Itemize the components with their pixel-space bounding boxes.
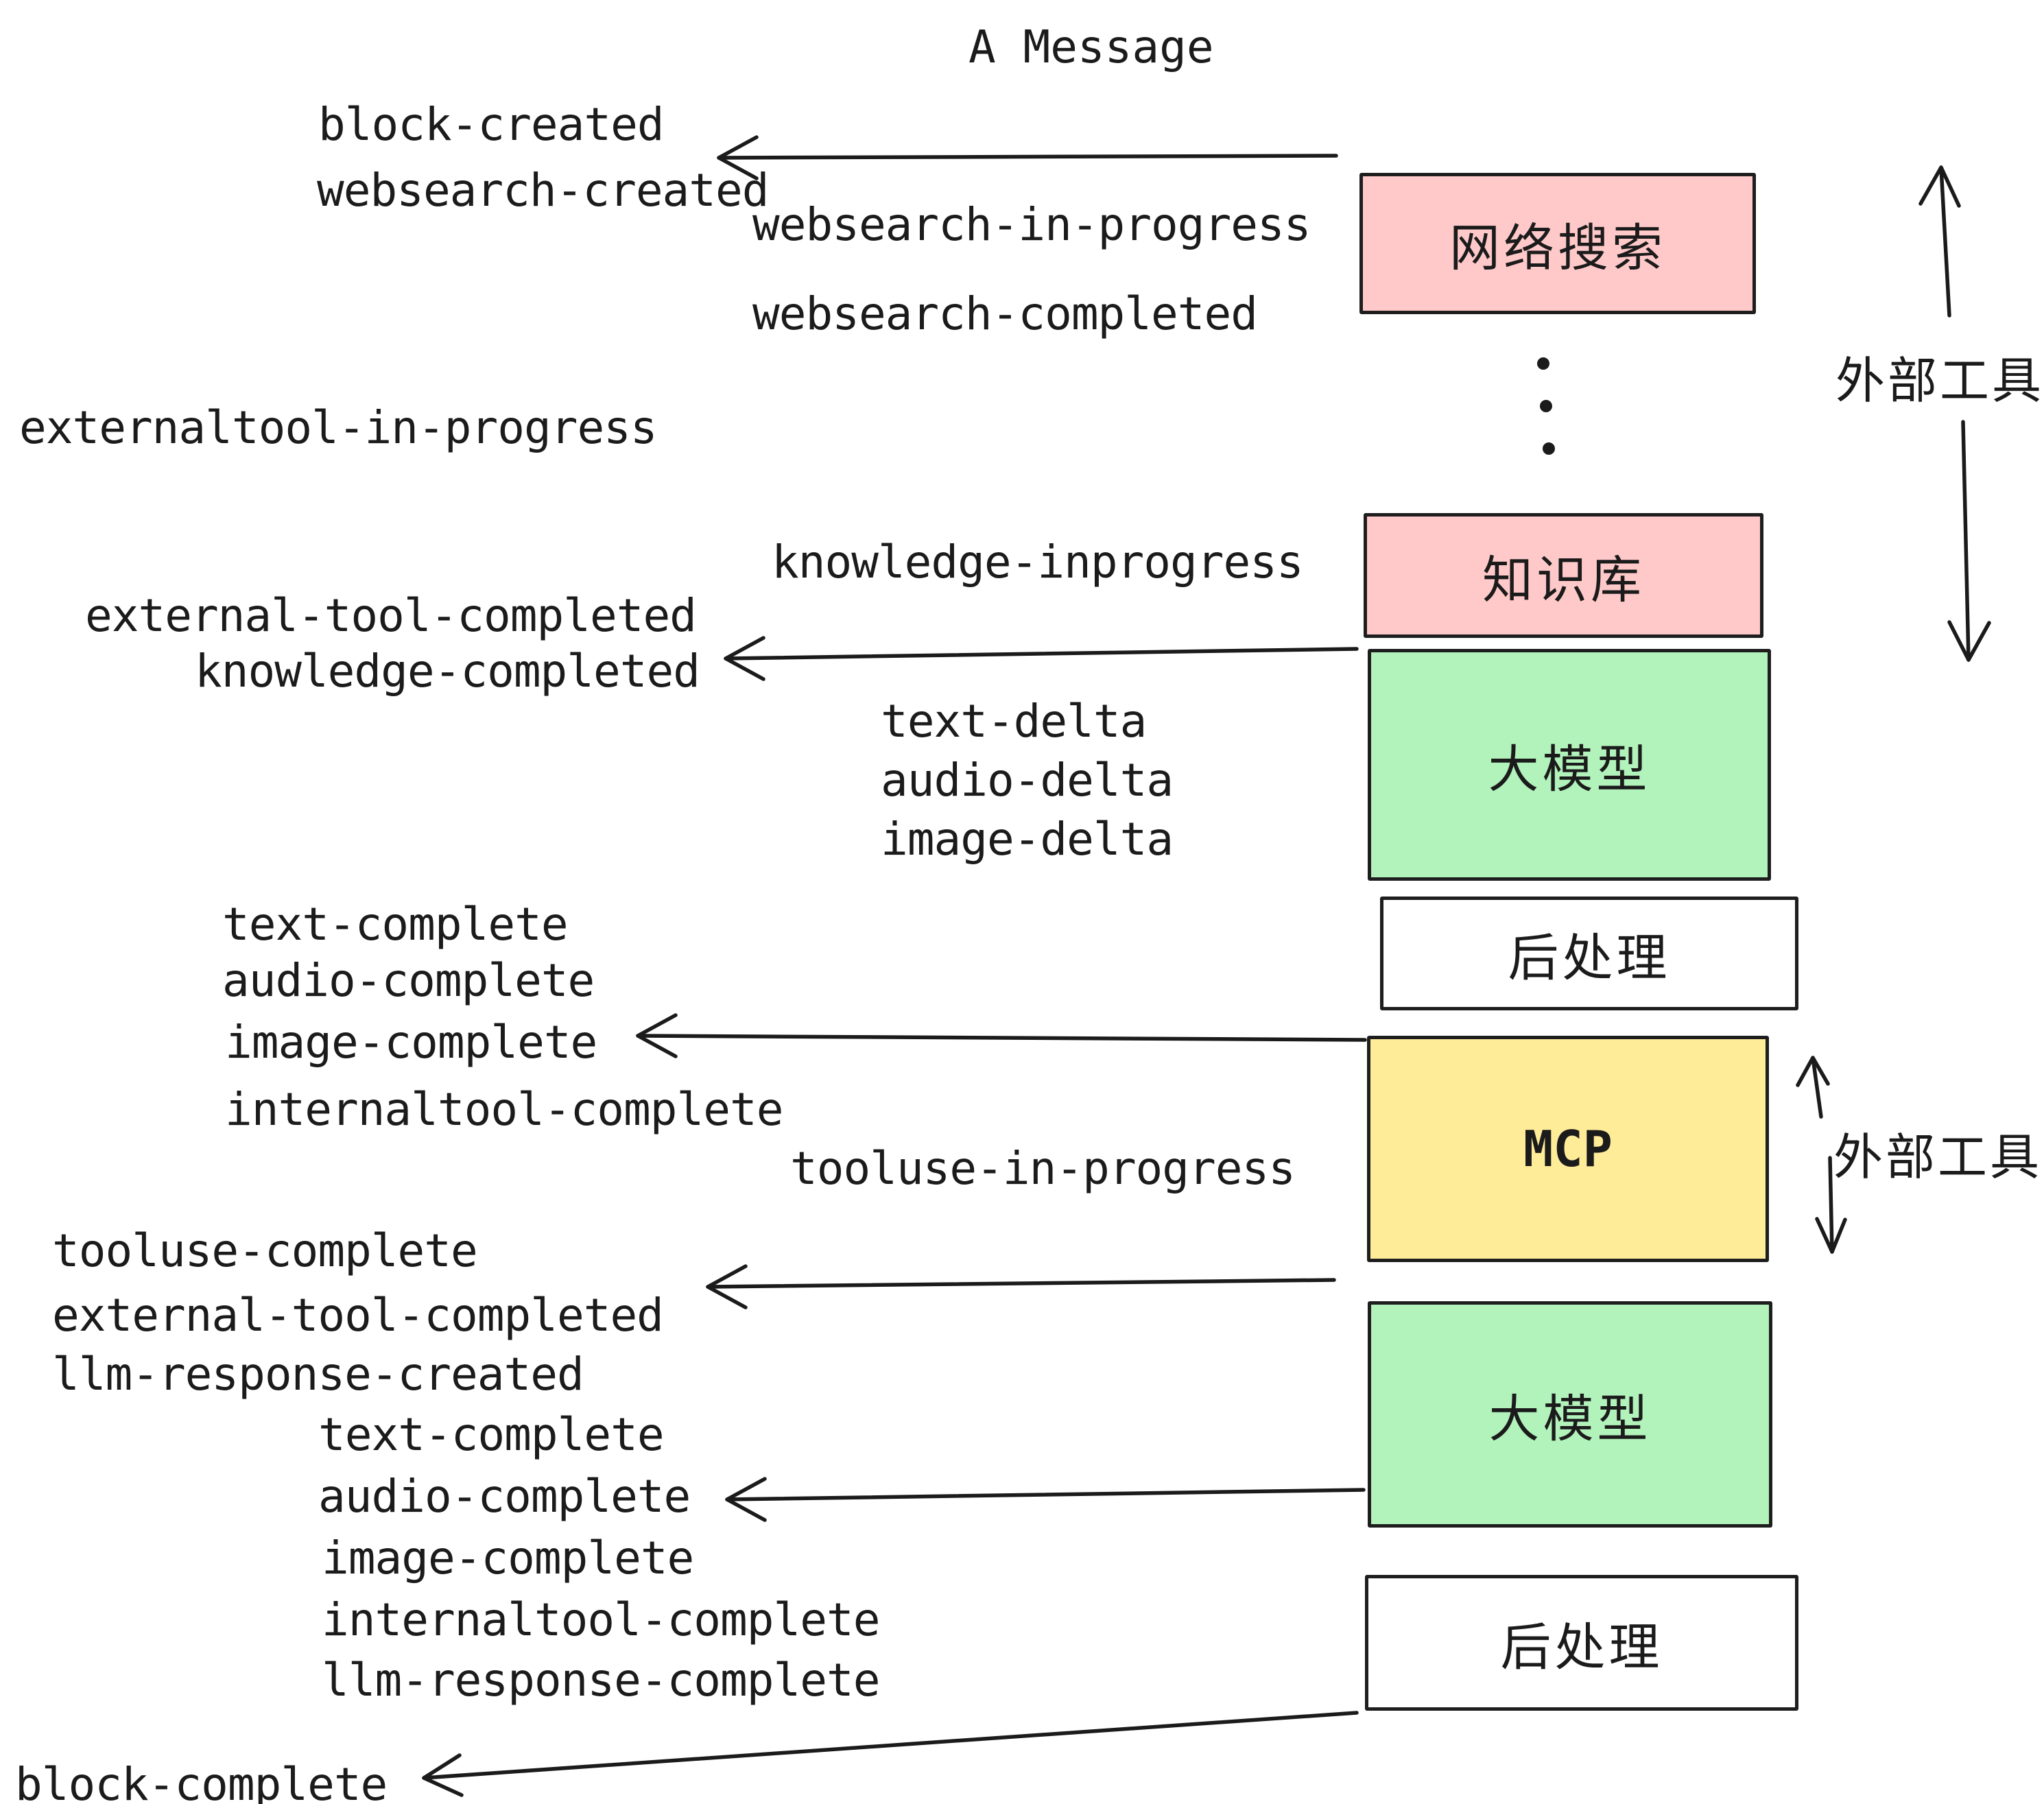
event-label-tooluse-in-progress: tooluse-in-progress [790,1142,1296,1195]
postprocess-box-2: 后处理 [1365,1575,1798,1711]
postprocess-box-1-label: 后处理 [1508,928,1671,988]
external-tools-label-mid: 外部工具 [1833,1128,2043,1186]
external-tools-up-arrow [1918,165,1961,318]
event-label-image-delta: image-delta [881,813,1174,866]
event-label-audio-delta: audio-delta [881,754,1174,807]
arrow-knowledge-completed [724,636,1359,681]
external-tools-down-arrow [1947,420,1991,662]
event-label-external-tool-completed-2: external-tool-completed [52,1289,664,1342]
event-label-text-delta: text-delta [881,695,1147,748]
event-label-websearch-completed: websearch-completed [752,287,1258,340]
event-label-internaltool-complete-2: internaltool-complete [322,1593,880,1646]
arrow-audio-complete [725,1477,1366,1522]
event-label-text-complete: text-complete [222,898,569,951]
knowledge-box: 知识库 [1364,513,1763,638]
event-label-text-complete-2: text-complete [318,1408,665,1461]
event-label-external-tool-completed: external-tool-completed [85,589,697,642]
event-label-websearch-in-progress: websearch-in-progress [752,198,1311,251]
event-label-websearch-created: websearch-created [317,164,770,217]
event-label-audio-complete: audio-complete [222,954,595,1007]
postprocess-box-1: 后处理 [1380,897,1798,1010]
arrow-block-complete [422,1711,1359,1797]
event-label-internaltool-complete: internaltool-complete [225,1083,783,1136]
event-label-externaltool-in-progress: externaltool-in-progress [19,401,658,454]
llm-box-2: 大模型 [1368,1301,1772,1528]
page-title: A Message [968,21,1214,73]
llm-box-1: 大模型 [1368,649,1771,881]
ellipsis-dots [1537,357,1555,455]
event-label-llm-response-created: llm-response-created [52,1348,584,1401]
mcp-box: MCP [1367,1036,1769,1262]
event-label-knowledge-completed: knowledge-completed [195,645,700,698]
external-tools-2-up-arrow [1796,1056,1830,1119]
knowledge-box-label: 知识库 [1482,550,1645,610]
llm-box-1-label: 大模型 [1488,739,1651,799]
event-label-image-complete: image-complete [225,1016,597,1069]
event-label-tooluse-complete: tooluse-complete [52,1224,478,1277]
llm-box-2-label: 大模型 [1488,1389,1652,1449]
postprocess-box-2-label: 后处理 [1500,1617,1663,1677]
event-label-block-created: block-created [318,98,665,151]
arrow-tooluse-complete [706,1264,1336,1309]
arrow-image-complete [636,1013,1367,1058]
event-label-llm-response-complete: llm-response-complete [322,1654,880,1707]
websearch-box-label: 网络搜索 [1449,218,1666,278]
event-label-block-complete: block-complete [15,1758,388,1804]
arrow-block-created [717,135,1338,180]
websearch-box: 网络搜索 [1359,173,1756,314]
mcp-box-label: MCP [1523,1120,1613,1178]
external-tools-label-top: 外部工具 [1835,352,2044,410]
event-label-image-complete-2: image-complete [322,1532,694,1585]
event-label-audio-complete-2: audio-complete [318,1470,691,1523]
event-label-knowledge-inprogress: knowledge-inprogress [772,536,1304,589]
